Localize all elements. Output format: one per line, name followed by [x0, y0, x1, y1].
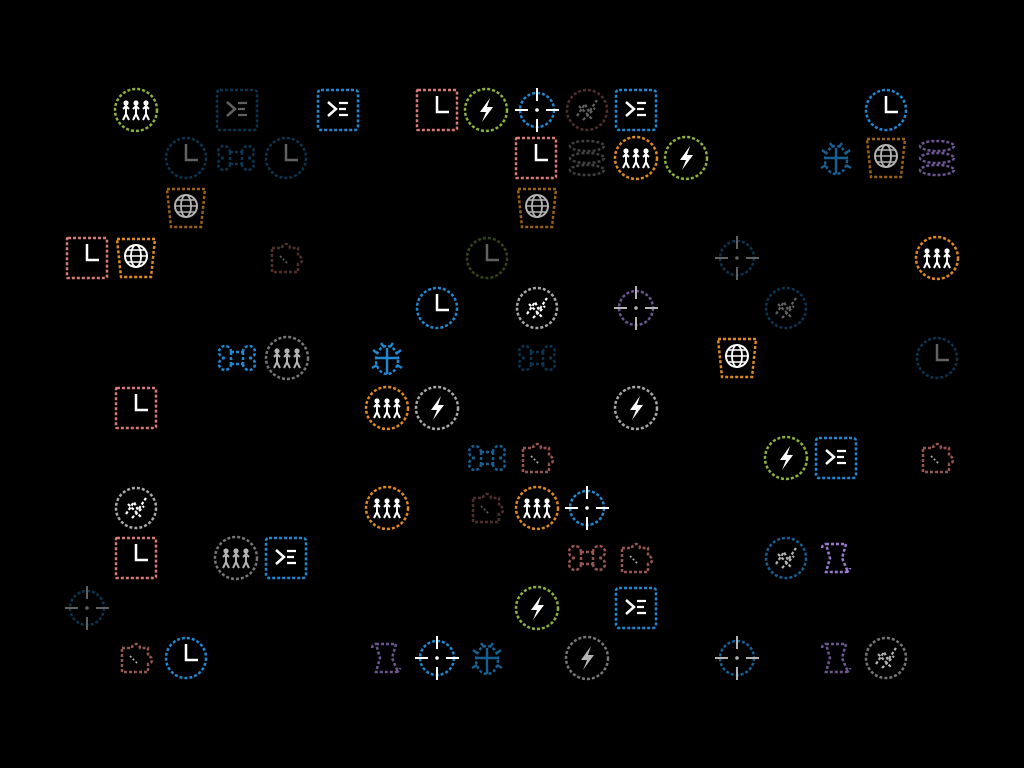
puzzle-icon[interactable]	[112, 634, 160, 682]
noise-icon[interactable]	[762, 534, 810, 582]
noise-icon[interactable]	[513, 284, 561, 332]
command-icon[interactable]	[463, 434, 511, 482]
noise-icon[interactable]	[563, 86, 611, 134]
puzzle-icon[interactable]	[612, 534, 660, 582]
clock-icon[interactable]	[162, 634, 210, 682]
lightning-icon[interactable]	[662, 134, 710, 182]
clock-icon[interactable]	[463, 234, 511, 282]
scroll-icon[interactable]	[812, 634, 860, 682]
globe-icon[interactable]	[862, 134, 910, 182]
lightning-icon[interactable]	[612, 384, 660, 432]
crosshair-icon[interactable]	[612, 284, 660, 332]
clock-icon[interactable]	[112, 534, 160, 582]
crosshair-icon[interactable]	[713, 234, 761, 282]
puzzle-icon[interactable]	[513, 434, 561, 482]
people-icon[interactable]	[363, 384, 411, 432]
bug-icon[interactable]	[363, 334, 411, 382]
clock-icon[interactable]	[413, 86, 461, 134]
database-icon[interactable]	[913, 134, 961, 182]
crosshair-icon[interactable]	[63, 584, 111, 632]
clock-icon[interactable]	[862, 86, 910, 134]
noise-icon[interactable]	[112, 484, 160, 532]
command-icon[interactable]	[212, 134, 260, 182]
people-icon[interactable]	[612, 134, 660, 182]
terminal-icon[interactable]	[812, 434, 860, 482]
bug-icon[interactable]	[463, 634, 511, 682]
command-icon[interactable]	[213, 334, 261, 382]
lightning-icon[interactable]	[462, 86, 510, 134]
clock-icon[interactable]	[63, 234, 111, 282]
lightning-icon[interactable]	[413, 384, 461, 432]
puzzle-icon[interactable]	[463, 484, 511, 532]
globe-icon[interactable]	[162, 184, 210, 232]
puzzle-icon[interactable]	[913, 434, 961, 482]
people-icon[interactable]	[363, 484, 411, 532]
clock-icon[interactable]	[913, 334, 961, 382]
puzzle-icon[interactable]	[262, 234, 310, 282]
command-icon[interactable]	[513, 334, 561, 382]
people-icon[interactable]	[263, 334, 311, 382]
noise-icon[interactable]	[862, 634, 910, 682]
clock-icon[interactable]	[162, 134, 210, 182]
scroll-icon[interactable]	[812, 534, 860, 582]
bug-icon[interactable]	[812, 134, 860, 182]
noise-icon[interactable]	[762, 284, 810, 332]
globe-icon[interactable]	[713, 334, 761, 382]
globe-icon[interactable]	[112, 234, 160, 282]
command-icon[interactable]	[563, 534, 611, 582]
crosshair-icon[interactable]	[563, 484, 611, 532]
terminal-icon[interactable]	[612, 584, 660, 632]
terminal-icon[interactable]	[213, 86, 261, 134]
crosshair-icon[interactable]	[413, 634, 461, 682]
people-icon[interactable]	[513, 484, 561, 532]
people-icon[interactable]	[212, 534, 260, 582]
terminal-icon[interactable]	[314, 86, 362, 134]
clock-icon[interactable]	[262, 134, 310, 182]
crosshair-icon[interactable]	[513, 86, 561, 134]
clock-icon[interactable]	[413, 284, 461, 332]
globe-icon[interactable]	[513, 184, 561, 232]
lightning-icon[interactable]	[563, 634, 611, 682]
people-icon[interactable]	[913, 234, 961, 282]
clock-icon[interactable]	[112, 384, 160, 432]
lightning-icon[interactable]	[513, 584, 561, 632]
terminal-icon[interactable]	[262, 534, 310, 582]
lightning-icon[interactable]	[762, 434, 810, 482]
crosshair-icon[interactable]	[713, 634, 761, 682]
database-icon[interactable]	[563, 134, 611, 182]
people-icon[interactable]	[112, 86, 160, 134]
clock-icon[interactable]	[512, 134, 560, 182]
scroll-icon[interactable]	[362, 634, 410, 682]
terminal-icon[interactable]	[612, 86, 660, 134]
